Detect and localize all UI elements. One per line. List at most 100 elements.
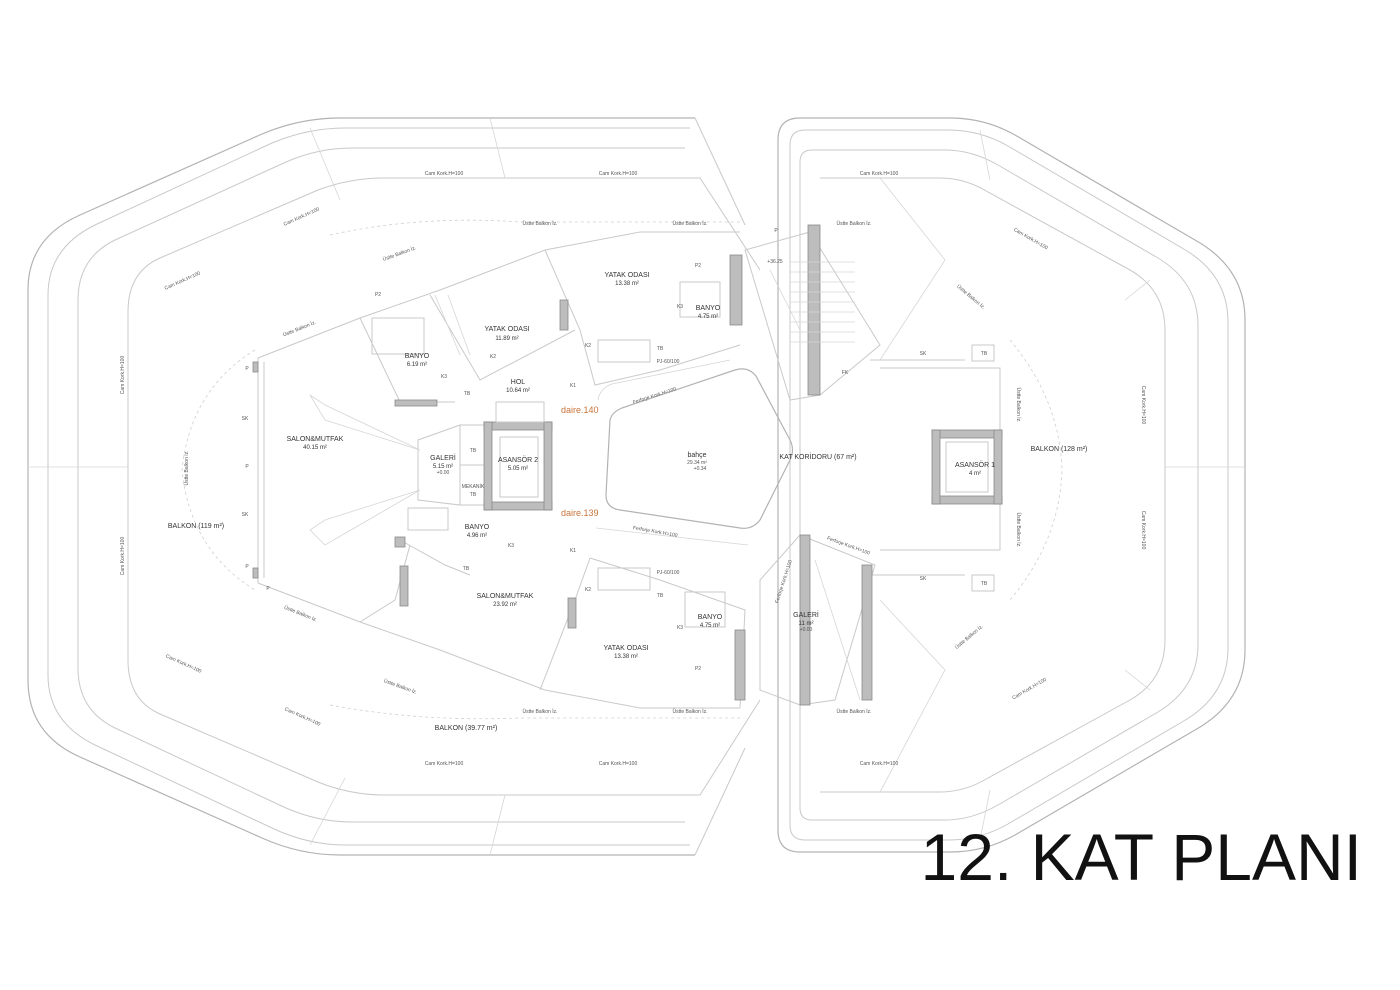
room-yatak1-area: 11.89 m²: [495, 336, 518, 342]
note-cam-top-left: Cam Kork.H=100: [425, 171, 464, 177]
note-ustte-diag-1: Üstte Balkon İz.: [282, 319, 317, 339]
room-mekanik-name: MEKANİK: [462, 483, 485, 490]
tag-k3-1: K3: [441, 374, 447, 380]
room-asansor1-name: ASANSÖR 1: [955, 461, 995, 469]
room-asansor2-name: ASANSÖR 2: [498, 456, 538, 464]
note-cam-diag-1: Cam Kork.H=100: [283, 206, 321, 227]
tag-p-2: P: [245, 464, 249, 470]
tag-p2-2: P2: [695, 263, 701, 269]
plan-title: 12. KAT PLANI: [921, 820, 1362, 894]
note-cam-diag-5: Cam Kork.H=100: [1012, 227, 1049, 252]
note-ferforje-galeri: Ferforje Kork.H=100: [774, 559, 794, 604]
note-ustte-diag-5: Üstte Balkon İz.: [955, 283, 986, 311]
tag-sk-4: SK: [920, 576, 927, 582]
note-ustte-vert-right-2: Üstte Balkon İz.: [1015, 512, 1022, 547]
room-banyo4-area: 4.75 m²: [700, 623, 720, 629]
unit-labels: daire.140 daire.139: [561, 405, 599, 518]
tag-tb-2: TB: [657, 346, 664, 352]
room-galeri1-level: +0.00: [437, 470, 450, 476]
tag-k2-1: K2: [490, 354, 496, 360]
room-yatak1-name: YATAK ODASI: [484, 326, 529, 333]
room-balkon-bottom-name: BALKON (39.77 m²): [435, 725, 498, 732]
note-ustte-diag-2: Üstte Balkon İz.: [283, 604, 318, 624]
room-banyo3-name: BANYO: [465, 524, 490, 531]
tag-tb-8: TB: [981, 581, 988, 587]
room-salon1-name: SALON&MUTFAK: [287, 436, 344, 443]
right-core: [744, 224, 1003, 706]
room-galeri1-name: GALERİ: [430, 453, 456, 462]
tag-k1-top: K1: [570, 383, 576, 389]
room-yatak2-name: YATAK ODASI: [604, 272, 649, 279]
stair-treads: [790, 261, 855, 343]
note-pj-bottom: PJ-60/100: [657, 570, 680, 576]
room-hol-area: 10.64 m²: [506, 388, 530, 394]
tag-tb-5: TB: [463, 566, 470, 572]
note-ustte-diag-3: Üstte Balkon İz.: [382, 244, 417, 263]
tag-tb-4: TB: [470, 492, 477, 498]
room-banyo2-name: BANYO: [696, 305, 721, 312]
room-labels: YATAK ODASI 11.89 m² YATAK ODASI 13.38 m…: [168, 272, 1088, 732]
tag-tb-3: TB: [470, 448, 477, 454]
left-unit-walls: [252, 231, 746, 709]
note-cam-bottom-mid: Cam Kork.H=100: [599, 761, 638, 767]
tag-p2-3: P2: [695, 666, 701, 672]
tag-fk: FK: [842, 370, 849, 376]
room-galeri1-area: 5.15 m²: [433, 464, 453, 470]
room-bahce-area: 29.34 m²: [687, 460, 707, 466]
tag-k3-4: K3: [677, 625, 683, 631]
note-ustte-vert-left: Üstte Balkon İz.: [183, 450, 190, 485]
tag-tb-7: TB: [981, 351, 988, 357]
room-galeri2-name: GALERİ: [793, 610, 819, 619]
right-outer-rings: [777, 117, 1246, 853]
note-ferforje-top: Ferforje Kork.H=100: [632, 386, 677, 406]
note-ustte-diag-6: Üstte Balkon İz.: [953, 623, 984, 651]
unit-label-139: daire.139: [561, 508, 599, 518]
room-banyo2-area: 4.75 m²: [698, 314, 718, 320]
garden: [595, 359, 794, 546]
tag-k2-3: K2: [585, 587, 591, 593]
unit-label-140: daire.140: [561, 405, 599, 415]
note-ustte-top-1: Üstte Balkon İz.: [522, 220, 557, 227]
left-outer-rings: [27, 117, 761, 856]
note-ustte-bottom-2: Üstte Balkon İz.: [672, 708, 707, 715]
note-cam-vert-left-1: Cam Kork.H=100: [120, 356, 126, 395]
room-salon1-area: 40.15 m²: [303, 445, 327, 451]
room-banyo1-name: BANYO: [405, 353, 430, 360]
note-cam-diag-6: Cam Kork.H=100: [1011, 677, 1048, 702]
note-ustte-bottom-1: Üstte Balkon İz.: [522, 708, 557, 715]
note-ferforje-bottom: Ferforje Kork.H=100: [632, 525, 678, 539]
note-cam-vert-right-2: Cam Kork.H=100: [1140, 511, 1146, 550]
note-ferforje-right: Ferforje Kork.H=100: [826, 536, 871, 557]
tag-k3-2: K3: [677, 304, 683, 310]
tag-k2-2: K2: [585, 343, 591, 349]
room-yatak2-area: 13.38 m²: [615, 281, 639, 287]
room-salon2-name: SALON&MUTFAK: [477, 593, 534, 600]
note-ustte-top-2: Üstte Balkon İz.: [672, 220, 707, 227]
room-yatak3-area: 13.38 m²: [614, 654, 638, 660]
tag-tb-1: TB: [464, 391, 471, 397]
note-ustte-diag-4: Üstte Balkon İz.: [383, 677, 418, 696]
railing-notes: Cam Kork.H=100 Cam Kork.H=100 Cam Kork.H…: [120, 171, 1146, 767]
room-galeri2-level: +0.00: [800, 627, 813, 633]
room-yatak3-name: YATAK ODASI: [603, 645, 648, 652]
room-salon2-area: 23.92 m²: [493, 602, 517, 608]
note-cam-vert-right-1: Cam Kork.H=100: [1140, 386, 1146, 425]
tag-k3-3: K3: [508, 543, 514, 549]
tag-sk-1: SK: [242, 416, 249, 422]
room-hol-name: HOL: [511, 379, 526, 386]
room-banyo1-area: 6.19 m²: [407, 362, 427, 368]
note-cam-bottom-right: Cam Kork.H=100: [860, 761, 899, 767]
tag-sk-3: SK: [920, 351, 927, 357]
room-banyo3-area: 4.96 m²: [467, 533, 487, 539]
tag-p-4: P: [266, 586, 270, 592]
tag-sk-2: SK: [242, 512, 249, 518]
note-ustte-vert-right-1: Üstte Balkon İz.: [1015, 387, 1022, 422]
note-pj-top: PJ-60/100: [657, 359, 680, 365]
room-bahce-level: +0.34: [694, 466, 707, 472]
note-cam-vert-left-2: Cam Kork.H=100: [120, 537, 126, 576]
tag-p-5: P: [774, 228, 778, 234]
tag-p2-1: P2: [375, 292, 381, 298]
tag-p-1: P: [245, 366, 249, 372]
note-cam-diag-3: Cam Kork.H=100: [165, 654, 203, 675]
